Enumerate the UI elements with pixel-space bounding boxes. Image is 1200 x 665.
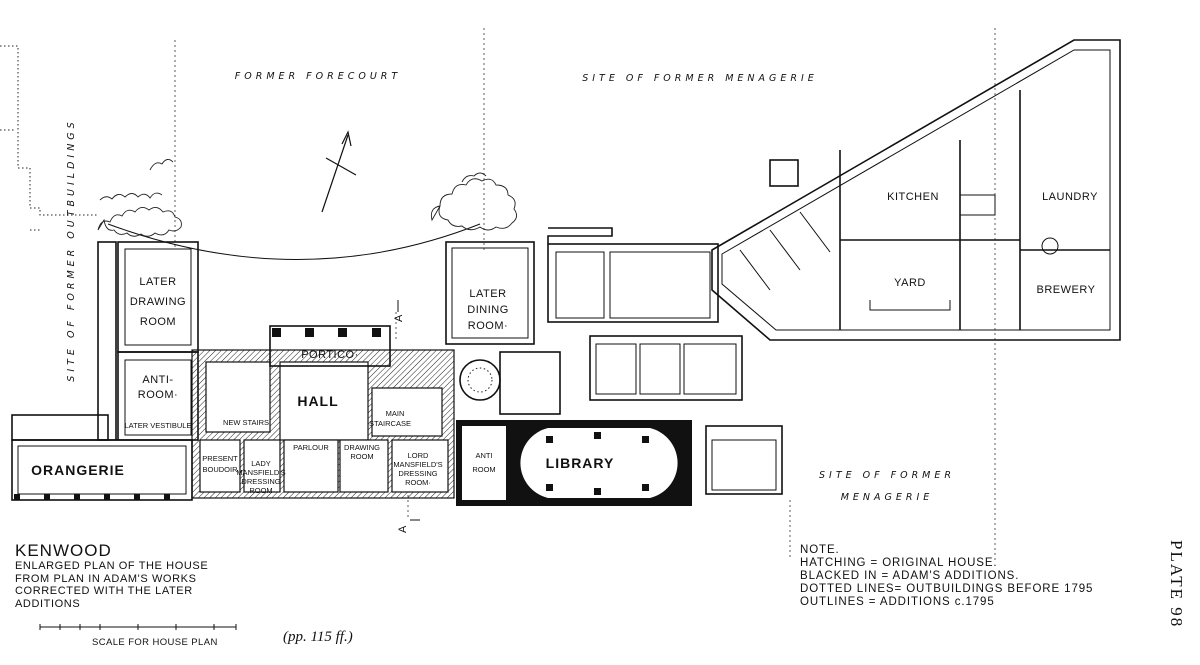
plan-title: KENWOOD: [15, 541, 112, 560]
site-former-outbuildings-label: SITE OF FORMER OUTBUILDINGS: [66, 118, 77, 381]
yard-label: YARD: [894, 277, 926, 289]
north-arrow-icon: [321, 130, 357, 213]
portico-label: PORTICO·: [301, 349, 359, 361]
scale-label: SCALE FOR HOUSE PLAN: [92, 637, 218, 648]
later-dining-room-label-3: ROOM·: [468, 320, 508, 332]
former-outbuildings-outline: [0, 45, 98, 231]
tree-clump-left: [97, 159, 182, 237]
later-dining-room: [445, 241, 561, 415]
later-drawing-room-label-1: LATER: [139, 276, 176, 288]
anti-room-right-label-2: ROOM: [472, 465, 495, 474]
lady-mansfields-label-2: MANSFIELD'S: [236, 468, 285, 477]
lady-mansfields-label-1: LADY: [251, 459, 271, 468]
anti-room-right-label-1: ANTI: [475, 451, 492, 460]
lord-mansfields-label-4: ROOM·: [405, 478, 431, 487]
drawing-room-label-2: ROOM: [350, 452, 373, 461]
plan-subtitle-1: ENLARGED PLAN OF THE HOUSE: [15, 560, 209, 572]
present-boudoir-label-1: PRESENT: [202, 454, 238, 463]
tree-clump-right: [430, 172, 517, 231]
scale-bar: [39, 624, 237, 630]
lord-mansfields-label-2: MANSFIELD'S: [393, 460, 442, 469]
brewery-label: BREWERY: [1037, 284, 1096, 296]
note-heading: NOTE.: [800, 544, 840, 556]
plan-subtitle-3: CORRECTED WITH THE LATER: [15, 585, 193, 597]
note-line-blacked: BLACKED IN = ADAM'S ADDITIONS.: [800, 570, 1020, 582]
service-wing: [547, 227, 783, 495]
former-forecourt-label: FORMER FORECOURT: [235, 71, 401, 82]
outbuildings: [711, 39, 1121, 341]
plan-subtitle-2: FROM PLAN IN ADAM'S WORKS: [15, 572, 197, 585]
hall-label: HALL: [297, 393, 338, 409]
section-marker-top: A: [393, 314, 405, 322]
anti-room-left-label-1: ANTI-: [142, 374, 173, 386]
site-labels: FORMER FORECOURT SITE OF FORMER MENAGERI…: [66, 71, 955, 503]
present-boudoir-label-2: BOUDOIR: [202, 465, 238, 474]
section-marker-bottom: A: [397, 525, 409, 533]
title-block: KENWOOD ENLARGED PLAN OF THE HOUSE FROM …: [15, 542, 295, 610]
plan-subtitle-4: ADDITIONS: [15, 597, 81, 610]
site-former-menagerie-top-label: SITE OF FORMER MENAGERIE: [582, 73, 818, 84]
note-line-outlines: OUTLINES = ADDITIONS c.1795: [800, 596, 995, 608]
plate-number: PLATE 98: [1158, 540, 1198, 660]
parlour-label: PARLOUR: [293, 443, 329, 452]
lady-mansfields-label-3: DRESSING: [241, 477, 280, 486]
later-dining-room-label-2: DINING: [467, 304, 509, 316]
library-label: LIBRARY: [546, 455, 615, 471]
later-dining-room-label-1: LATER: [469, 288, 506, 300]
new-stairs-label: NEW STAIRS: [223, 418, 269, 427]
lord-mansfields-label-3: DRESSING: [398, 469, 437, 478]
later-vestibule-label: LATER VESTIBULE: [125, 421, 192, 430]
main-staircase-label-1: MAIN: [386, 409, 405, 418]
lady-mansfields-label-4: ROOM: [249, 486, 272, 495]
note-line-hatching: HATCHING = ORIGINAL HOUSE.: [800, 557, 998, 569]
kitchen-label: KITCHEN: [887, 191, 939, 203]
site-former-menagerie-right-label-1: SITE OF FORMER: [819, 470, 955, 481]
reference-lines: [174, 28, 996, 560]
anti-room-left-label-2: ROOM·: [138, 389, 178, 401]
room-labels: LATER DRAWING ROOM ANTI- ROOM· LATER VES…: [31, 191, 1098, 495]
original-house: [191, 349, 455, 499]
page-reference: (pp. 115 ff.): [283, 629, 353, 645]
plate-label: PLATE 98: [1167, 540, 1186, 629]
library-block: [456, 420, 692, 506]
forecourt-curve: [107, 223, 481, 260]
later-drawing-room-label-2: DRAWING: [130, 296, 186, 308]
portico: [269, 325, 391, 367]
note-line-dotted: DOTTED LINES= OUTBUILDINGS BEFORE 1795: [800, 583, 1094, 595]
section-markers: A A: [393, 300, 420, 533]
orangerie-label: ORANGERIE: [31, 462, 125, 478]
lord-mansfields-label-1: LORD: [408, 451, 429, 460]
laundry-label: LAUNDRY: [1042, 191, 1098, 203]
legend-note: NOTE. HATCHING = ORIGINAL HOUSE. BLACKED…: [800, 544, 1093, 609]
later-drawing-room-label-3: ROOM: [140, 316, 176, 328]
drawing-room-label-1: DRAWING: [344, 443, 380, 452]
main-staircase-label-2: STAIRCASE: [369, 419, 411, 428]
site-former-menagerie-right-label-2: MENAGERIE: [841, 492, 934, 503]
